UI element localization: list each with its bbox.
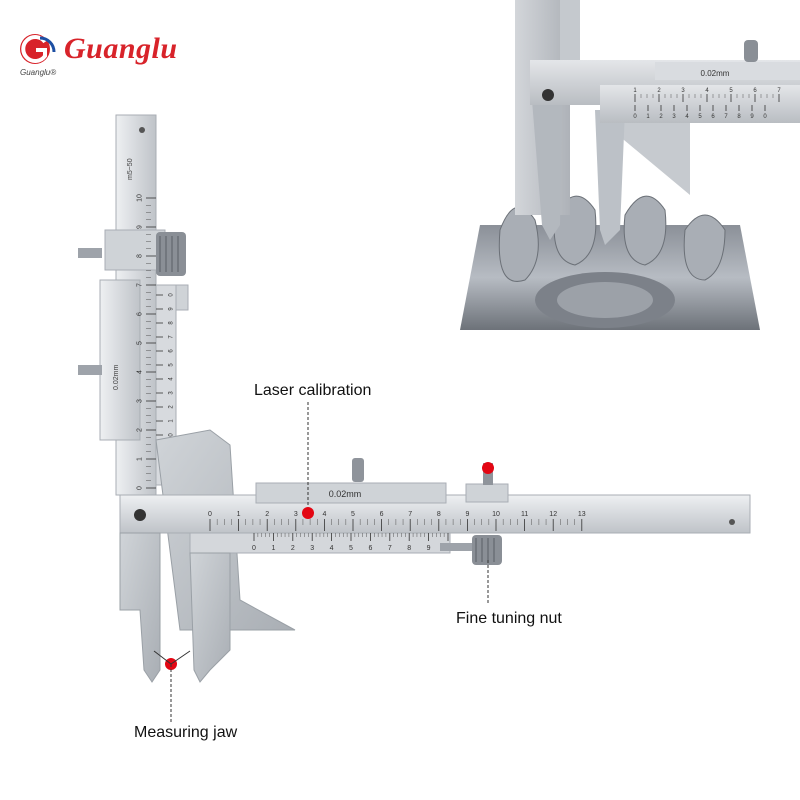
- scale-tick-label: 9: [465, 511, 469, 518]
- left-measuring-jaw: [119, 532, 161, 683]
- vertical-vernier-scale: 0 1 2 3 4 5 6 7 8 9 0: [156, 293, 175, 437]
- vertical-main-scale: 0 1 2 3 4 5 6 7 8 9 10: [137, 194, 156, 490]
- scale-tick-label: 0: [252, 545, 256, 552]
- scale-tick-label: 10: [492, 511, 500, 518]
- scale-tick-label: 8: [137, 254, 144, 258]
- scale-tick-label: 6: [711, 114, 715, 120]
- scale-tick-label: 0: [169, 293, 175, 297]
- scale-tick-label: 4: [705, 88, 709, 94]
- scale-tick-label: 4: [137, 370, 144, 374]
- scale-tick-label: 2: [291, 545, 295, 552]
- scale-tick-label: 4: [685, 114, 689, 120]
- scale-tick-label: 7: [388, 545, 392, 552]
- scale-tick-label: 0: [137, 486, 144, 490]
- laser-calibration-label: Laser calibration: [254, 382, 372, 399]
- scale-tick-label: 11: [521, 511, 528, 518]
- brand-logo: Guanglu Guanglu®: [14, 30, 214, 80]
- clamp-screw-upper-icon[interactable]: [78, 248, 102, 258]
- scale-tick-label: 2: [137, 428, 144, 432]
- scale-tick-label: 1: [169, 419, 175, 423]
- brand-name: Guanglu: [64, 32, 178, 65]
- right-measuring-jaw: [189, 552, 231, 683]
- scale-tick-label: 7: [724, 114, 728, 120]
- scale-tick-label: 6: [753, 88, 757, 94]
- scale-tick-label: 3: [294, 511, 298, 518]
- scale-tick-label: 2: [657, 88, 661, 94]
- scale-tick-label: 6: [169, 349, 175, 353]
- scale-tick-label: 0: [763, 114, 767, 120]
- scale-tick-label: 0: [208, 511, 212, 518]
- vertical-resolution-label: 0.02mm: [113, 365, 120, 390]
- scale-tick-label: 1: [137, 457, 144, 461]
- scale-tick-label: 4: [169, 377, 175, 381]
- scale-tick-label: 1: [237, 511, 241, 518]
- scale-tick-label: 9: [427, 545, 431, 552]
- scale-tick-label: 9: [169, 307, 175, 311]
- scale-tick-label: 8: [407, 545, 411, 552]
- scale-tick-label: 3: [681, 88, 685, 94]
- inset-resolution-label: 0.02mm: [701, 69, 730, 78]
- scale-tick-label: 7: [137, 283, 144, 287]
- scale-tick-label: 7: [169, 335, 175, 339]
- scale-tick-label: 8: [169, 321, 175, 325]
- scale-tick-label: 7: [408, 511, 412, 518]
- scale-tick-label: 5: [698, 114, 702, 120]
- scale-tick-label: 6: [368, 545, 372, 552]
- scale-tick-label: 10: [137, 194, 144, 202]
- brand-sub: Guanglu®: [20, 68, 57, 77]
- scale-tick-label: 5: [169, 363, 175, 367]
- horizontal-vernier-slider[interactable]: [255, 482, 447, 504]
- scale-tick-label: 2: [169, 405, 175, 409]
- clamp-screw-lower-icon[interactable]: [78, 365, 102, 375]
- fine-tuning-marker: [482, 462, 494, 474]
- vertical-vernier-block: [99, 279, 141, 441]
- scale-tick-label: 13: [578, 511, 586, 518]
- inset-main-scale: 1 2 3 4 5 6 7: [633, 88, 781, 102]
- measuring-jaw-label: Measuring jaw: [134, 724, 238, 741]
- scale-tick-label: 1: [633, 88, 637, 94]
- jaw-leader-lines: [153, 650, 191, 723]
- gear-measurement-photo: 0.02mm 1 2 3 4 5 6 7 0 1 2 3 4 5 6 7 8 9 0: [460, 0, 800, 340]
- scale-tick-label: 4: [322, 511, 326, 518]
- brand-mark-icon: [20, 34, 56, 64]
- inset-vernier-scale: 0 1 2 3 4 5 6 7 8 9 0: [633, 105, 767, 120]
- scale-tick-label: 3: [137, 399, 144, 403]
- scale-tick-label: 7: [777, 88, 781, 94]
- scale-tick-label: 2: [265, 511, 269, 518]
- scale-tick-label: 5: [349, 545, 353, 552]
- scale-tick-label: 3: [310, 545, 314, 552]
- laser-leader-line: [307, 402, 309, 507]
- slider-lock-screw-icon[interactable]: [352, 458, 364, 482]
- scale-tick-label: 5: [729, 88, 733, 94]
- scale-tick-label: 5: [351, 511, 355, 518]
- brand-mark-small-icon: [134, 509, 146, 521]
- laser-calibration-marker: [302, 507, 314, 519]
- scale-tick-label: 2: [659, 114, 663, 120]
- scale-tick-label: 1: [646, 114, 650, 120]
- fine-tuning-nut-label: Fine tuning nut: [456, 610, 562, 627]
- horizontal-resolution-label: 0.02mm: [329, 489, 362, 499]
- scale-tick-label: 9: [137, 225, 144, 229]
- scale-tick-label: 5: [137, 341, 144, 345]
- scale-tick-label: 0: [633, 114, 637, 120]
- range-label: m5~50: [127, 158, 134, 180]
- scale-tick-label: 1: [271, 545, 275, 552]
- scale-tick-label: 6: [380, 511, 384, 518]
- scale-tick-label: 3: [672, 114, 676, 120]
- scale-tick-label: 0: [169, 433, 175, 437]
- nut-leader-line: [487, 560, 489, 605]
- scale-tick-label: 6: [137, 312, 144, 316]
- scale-tick-label: 12: [549, 511, 557, 518]
- scale-tick-label: 3: [169, 391, 175, 395]
- scale-tick-label: 8: [737, 114, 741, 120]
- scale-tick-label: 9: [750, 114, 754, 120]
- scale-tick-label: 4: [330, 545, 334, 552]
- scale-tick-label: 8: [437, 511, 441, 518]
